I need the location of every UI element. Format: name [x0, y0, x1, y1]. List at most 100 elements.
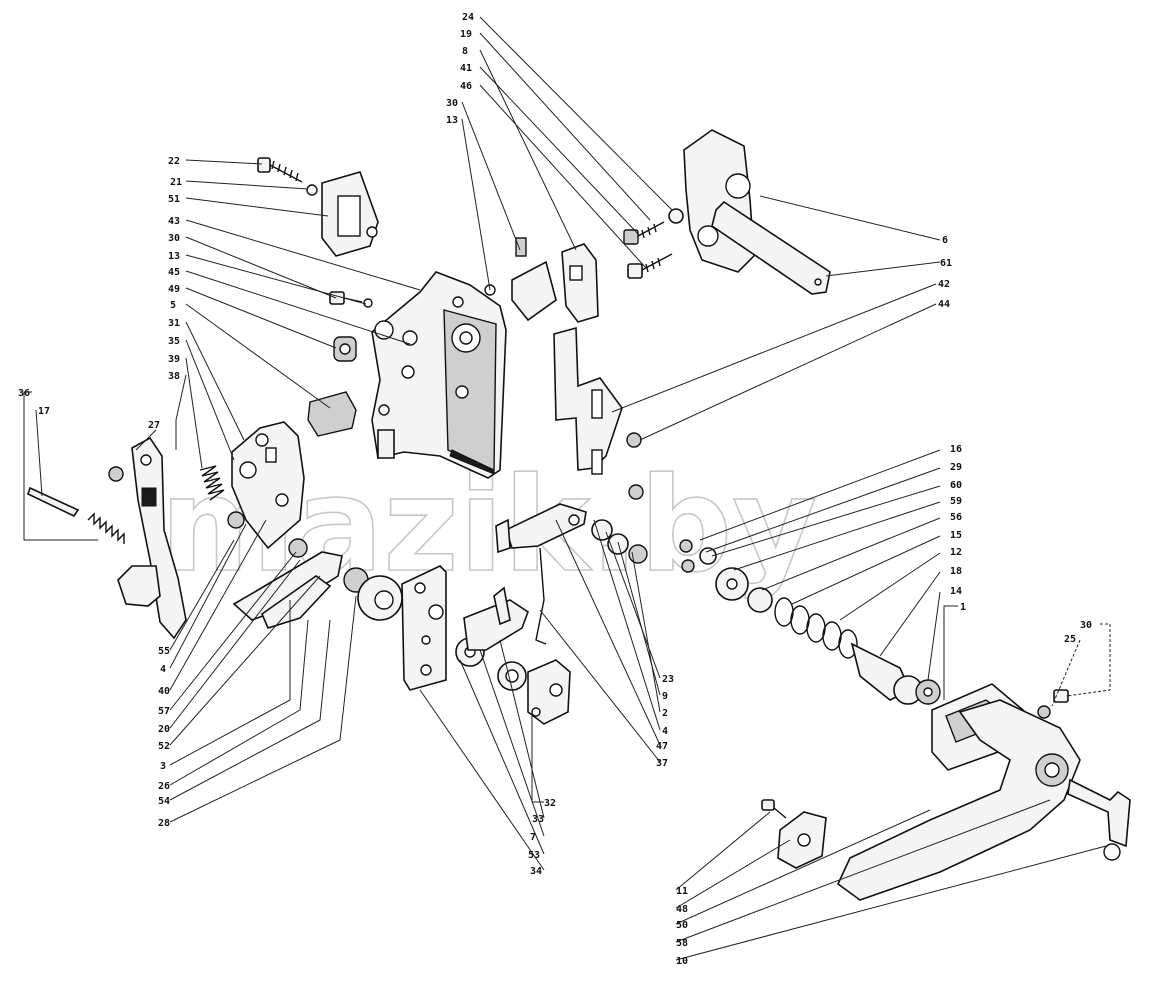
- cylinder-18: [850, 642, 941, 705]
- callout-13: 13: [168, 251, 180, 262]
- callout-10: 10: [676, 956, 688, 967]
- callout-7: 7: [530, 832, 536, 843]
- callout-61: 61: [940, 258, 952, 269]
- callout-4: 4: [160, 664, 166, 675]
- callout-5: 5: [170, 300, 176, 311]
- link-plate-42: [553, 326, 623, 475]
- callout-44: 44: [938, 299, 950, 310]
- back-plate-34: [401, 565, 447, 691]
- callout-36: 36: [18, 388, 30, 399]
- callout-60: 60: [950, 480, 962, 491]
- callout-12: 12: [950, 547, 962, 558]
- callout-25: 25: [1064, 634, 1076, 645]
- plate-31: [227, 421, 308, 558]
- callout-33: 33: [532, 814, 544, 825]
- callout-16: 16: [950, 444, 962, 455]
- callout-52: 52: [158, 741, 170, 752]
- callout-8: 8: [462, 46, 468, 57]
- callout-59: 59: [950, 496, 962, 507]
- screw-22: [257, 157, 303, 183]
- latch-arm-3: [232, 551, 403, 629]
- callout-40: 40: [158, 686, 170, 697]
- callout-14: 14: [950, 586, 962, 597]
- callout-55: 55: [158, 646, 170, 657]
- cam-59-hole: [726, 578, 738, 590]
- callout-46: 46: [460, 81, 472, 92]
- callout-45: 45: [168, 267, 180, 278]
- strip-61: [711, 200, 831, 295]
- callout-15: 15: [950, 530, 962, 541]
- callout-54: 54: [158, 796, 170, 807]
- washer-24: [668, 208, 684, 224]
- callout-48: 48: [676, 904, 688, 915]
- lever-37: [463, 586, 529, 651]
- spring-12: [774, 597, 858, 659]
- callout-38: 38: [168, 371, 180, 382]
- callout-50: 50: [676, 920, 688, 931]
- callout-20: 20: [158, 724, 170, 735]
- callout-29: 29: [950, 462, 962, 473]
- callout-34: 34: [530, 866, 542, 877]
- callout-37: 37: [656, 758, 668, 769]
- screw-46: [627, 253, 673, 279]
- lever-47: [495, 503, 587, 645]
- washer-60: [699, 547, 717, 565]
- callout-27: 27: [148, 420, 160, 431]
- screw-42: [626, 432, 642, 448]
- callout-53: 53: [528, 850, 540, 861]
- washer-21: [306, 184, 318, 196]
- callout-57: 57: [158, 706, 170, 717]
- callout-26: 26: [158, 781, 170, 792]
- callout-58: 58: [676, 938, 688, 949]
- screw-16: [679, 539, 693, 553]
- callout-24: 24: [462, 12, 474, 23]
- callout-1: 1: [960, 602, 966, 613]
- callout-11: 11: [676, 886, 688, 897]
- screw-44: [628, 484, 644, 500]
- spring-35: [199, 465, 225, 501]
- callout-35: 35: [168, 336, 180, 347]
- parts-layer: [27, 129, 1131, 901]
- callout-39: 39: [168, 354, 180, 365]
- callout-28: 28: [158, 818, 170, 829]
- lock-housing-43: [371, 271, 507, 479]
- callout-3: 3: [160, 761, 166, 772]
- callout-4: 4: [662, 726, 668, 737]
- callout-13: 13: [446, 115, 458, 126]
- screw-29: [681, 559, 695, 573]
- screw-41: [623, 221, 665, 245]
- callout-42: 42: [938, 279, 950, 290]
- callout-17: 17: [38, 406, 50, 417]
- callout-21: 21: [170, 177, 182, 188]
- cover-48: [761, 799, 827, 869]
- callout-23: 23: [662, 674, 674, 685]
- callout-22: 22: [168, 156, 180, 167]
- callout-43: 43: [168, 216, 180, 227]
- key-10: [1067, 778, 1131, 861]
- screw-30-25: [1037, 689, 1069, 719]
- callout-6: 6: [942, 235, 948, 246]
- callout-labels: 24 19 8 41 46 30 13 22 21 51 43 30 13 45…: [18, 12, 1092, 967]
- callout-51: 51: [168, 194, 180, 205]
- callout-31: 31: [168, 318, 180, 329]
- callout-30: 30: [168, 233, 180, 244]
- callout-49: 49: [168, 284, 180, 295]
- callout-41: 41: [460, 63, 472, 74]
- pin-36-17: [27, 486, 125, 544]
- bracket-32: [527, 659, 571, 725]
- block-5: [307, 391, 357, 437]
- pin-45: [333, 336, 357, 362]
- ring-56: [747, 587, 773, 613]
- callout-19: 19: [460, 29, 472, 40]
- callout-56: 56: [950, 512, 962, 523]
- handle-50: [836, 683, 1081, 901]
- washer-27: [108, 466, 124, 482]
- washer-2: [607, 533, 629, 555]
- lever-27: [117, 436, 187, 640]
- callout-30: 30: [1080, 620, 1092, 631]
- nut-4: [628, 544, 648, 564]
- striker-6: [683, 129, 755, 273]
- callout-32: 32: [544, 798, 556, 809]
- callout-18: 18: [950, 566, 962, 577]
